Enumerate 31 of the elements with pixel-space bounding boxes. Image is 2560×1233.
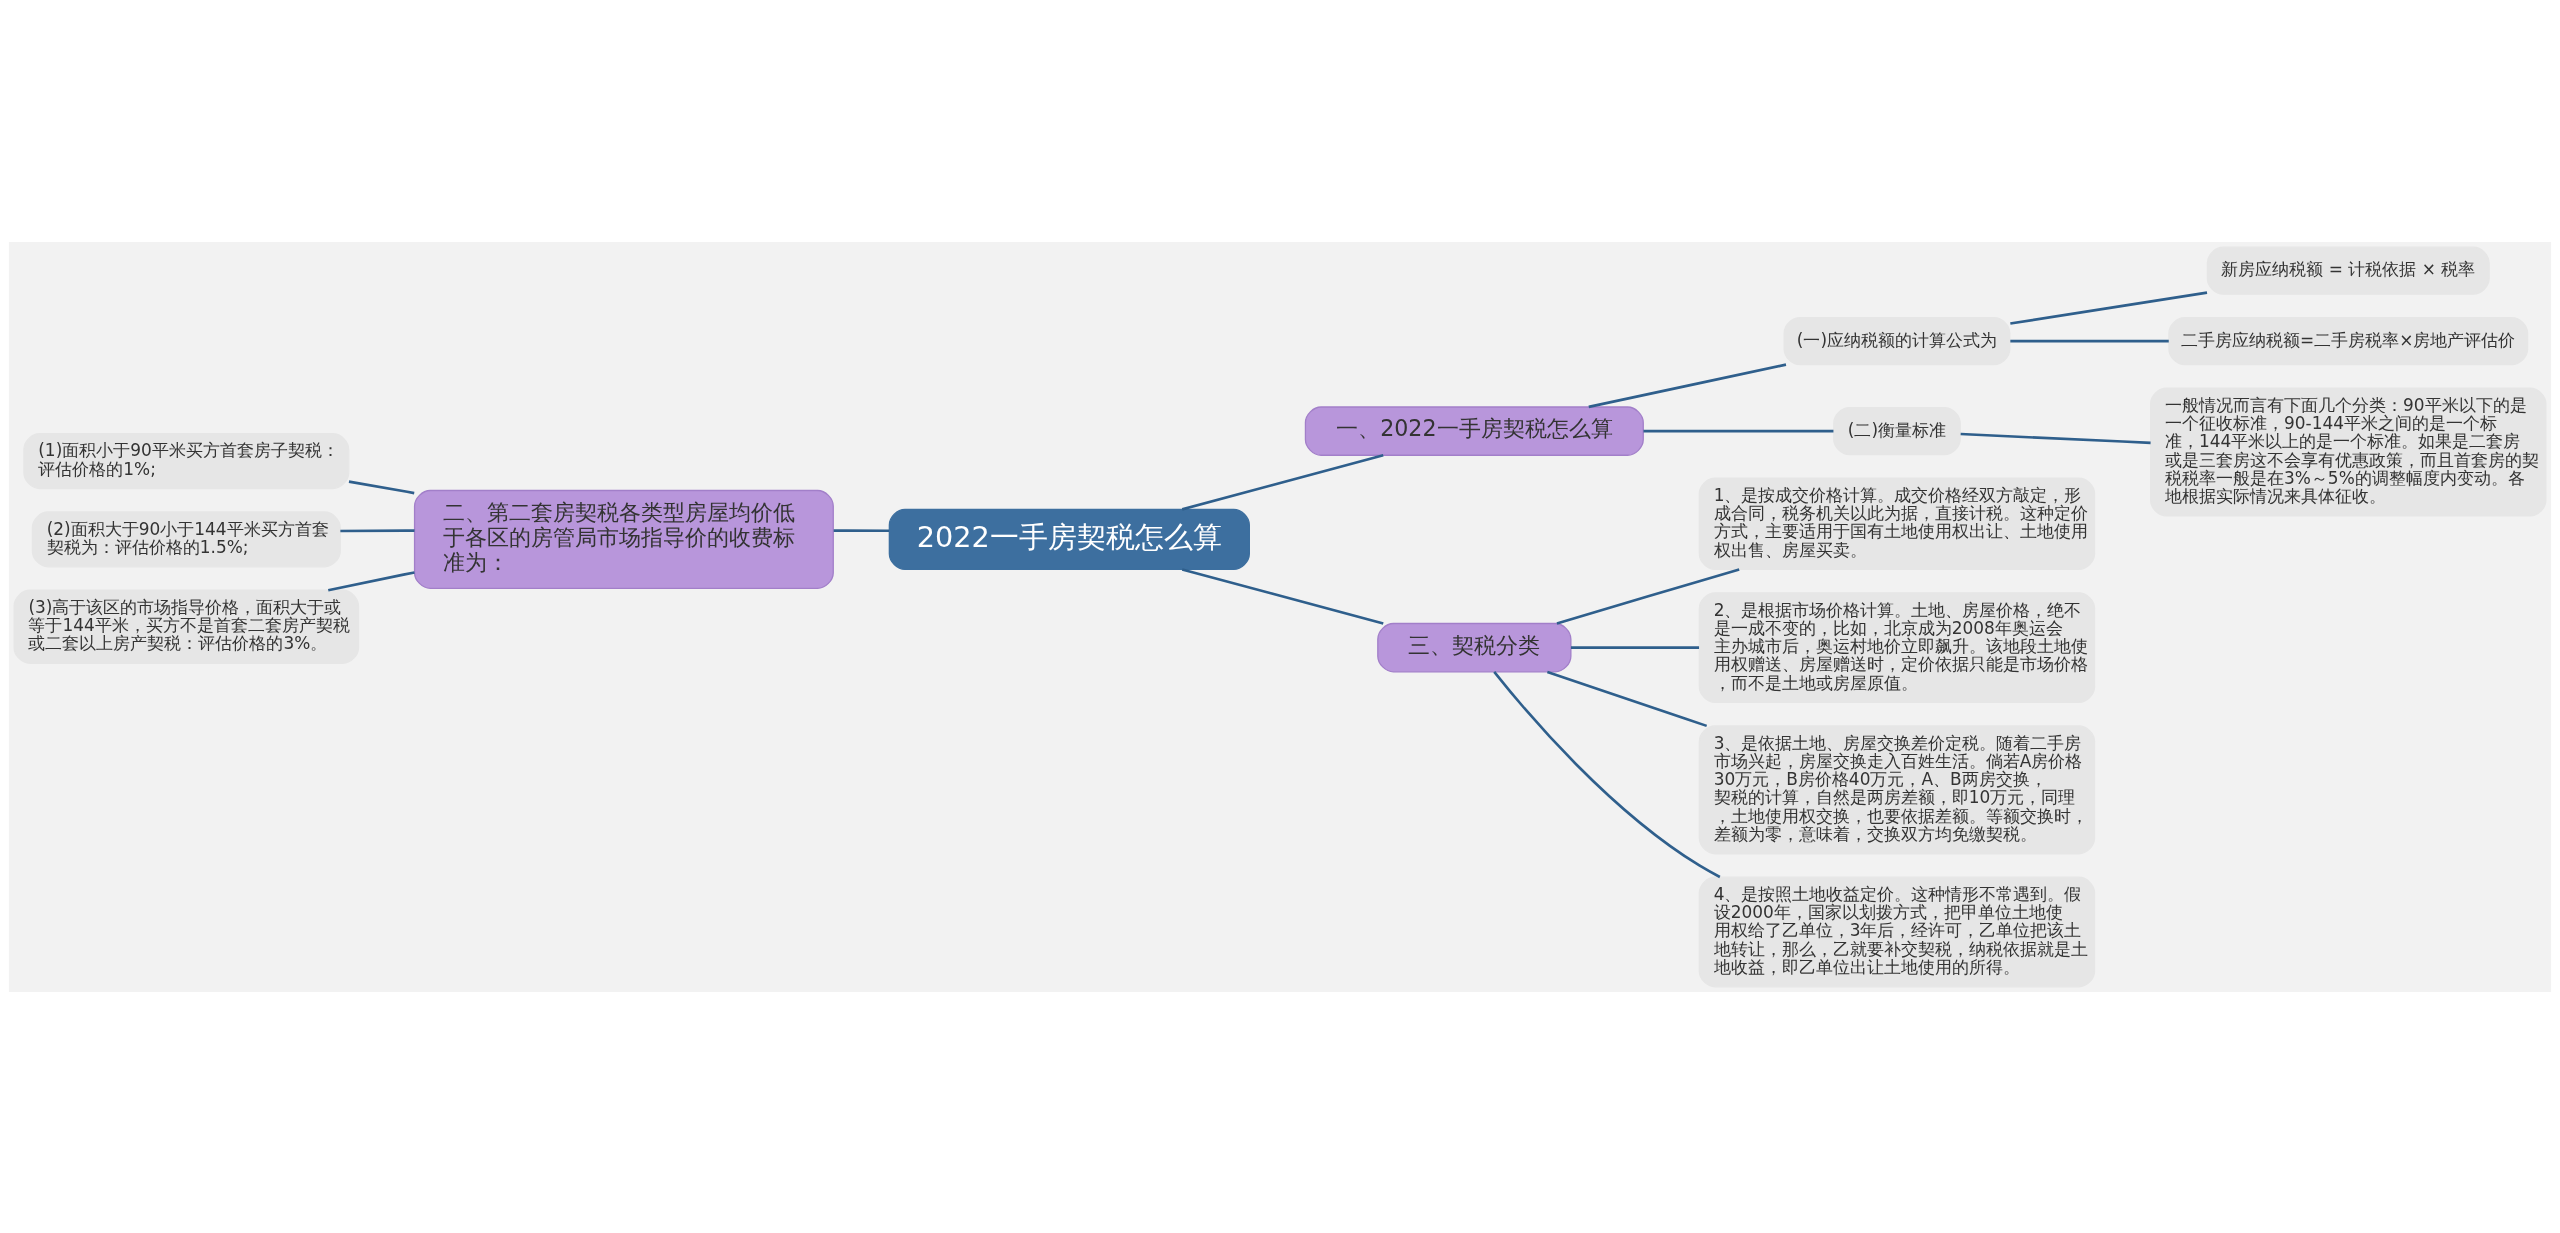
node-box: 2022一手房契税怎么算 (888, 508, 1250, 570)
connector (1181, 567, 1384, 625)
node-box: 一、2022一手房契税怎么算 (1304, 405, 1644, 456)
node-box: (二)衡量标准 (1833, 406, 1961, 455)
node-box: 2、是根据市场价格计算。土地、房屋价格，绝不是一成不变的，比如，北京成为2008年奥运会主办城市后，奥运村地价立即飙升。该地段土地使用权赠送、房屋赠送时，定价依据只能是市场价格，而不是土地或房屋原值。 (1698, 591, 2096, 703)
connector (1556, 567, 1740, 625)
connector (1493, 670, 1721, 878)
connector (1643, 429, 1834, 432)
connector (348, 479, 415, 494)
connector (340, 528, 415, 532)
node-box: 二、第二套房契税各类型房屋均价低于各区的房管局市场指导价的收费标准为： (413, 489, 834, 589)
connector (327, 570, 415, 591)
connector (2010, 339, 2169, 342)
connector (833, 528, 890, 532)
node-box: (一)应纳税额的计算公式为 (1783, 316, 2011, 365)
node-box: (2)面积大于90小于144平米买方首套契税为：评估价格的1.5%; (31, 510, 341, 567)
node-box: (1)面积小于90平米买方首套房子契税：评估价格的1%; (23, 432, 350, 489)
connector (1960, 432, 2151, 444)
connector (1181, 453, 1384, 511)
node-box: 新房应纳税额 = 计税依据 × 税率 (2206, 246, 2490, 295)
node-box: 3、是依据土地、房屋交换差价定税。随着二手房市场兴起，房屋交换走入百姓生活。倘若A房价格30万元，B房价格40万元，A、B两房交换，契税的计算，自然是两房差额，即10万元，同理，土地使用权交换，也要依据差额。等额交换时，差额为零，意味着，交换双方均免缴契税。 (1698, 724, 2096, 854)
node-box: (3)高于该区的市场指导价格，面积大于或等于144平米，买方不是首套二套房产契税或二套以上房产契税：评估价格的3%。 (13, 589, 360, 664)
connector (2010, 290, 2208, 325)
node-box: 1、是按成交价格计算。成交价格经双方敲定，形成合同，税务机关以此为据，直接计税。这种定价方式，主要适用于国有土地使用权出让、土地使用权出售、房屋买卖。 (1698, 476, 2096, 570)
connector (1570, 645, 1700, 649)
connector (1546, 670, 1708, 727)
node-box: 三、契税分类 (1377, 622, 1572, 672)
node-box: 二手房应纳税额=二手房税率×房地产评估价 (2168, 316, 2529, 365)
node-box: 一般情况而言有下面几个分类：90平米以下的是一个征收标准，90-144平米之间的是一个标准，144平米以上的是一个标准。如果是二套房或是三套房这不会享有优惠政策，而且首套房的契税税率一般是在3%～5%的调整幅度内变动。各地根据实际情况来具体征收。 (2150, 386, 2547, 517)
node-box: 4、是按照土地收益定价。这种情形不常遇到。假设2000年，国家以划拨方式，把甲单位土地使用权给了乙单位，3年后，经许可，乙单位把该土地转让，那么，乙就要补交契税，纳税依据就是土地收益，即乙单位出让土地使用的所得。 (1698, 876, 2096, 987)
connector (1588, 362, 1787, 408)
